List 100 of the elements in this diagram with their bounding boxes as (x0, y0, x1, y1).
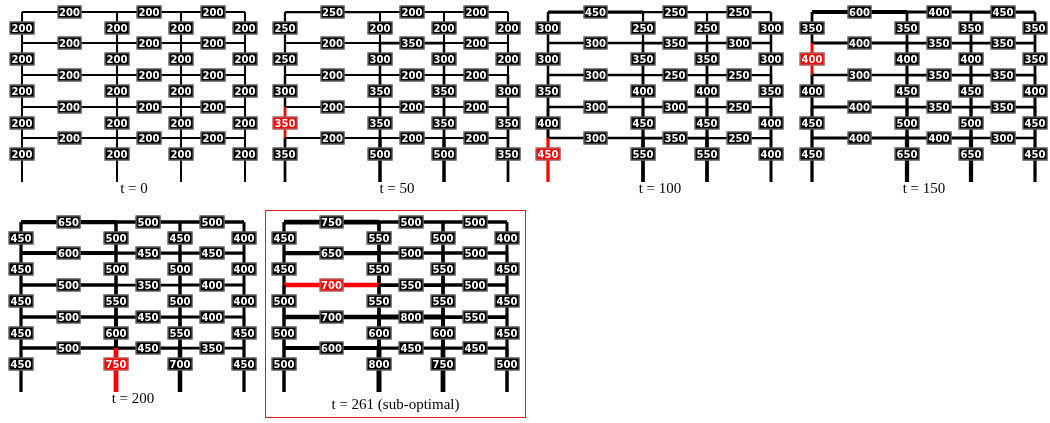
time-caption: t = 261 (sub-optimal) (331, 394, 460, 414)
value-label: 200 (320, 68, 345, 82)
value-label: 300 (535, 52, 561, 66)
value-label: 350 (799, 21, 825, 34)
value-label: 450 (135, 310, 161, 324)
value-label: 600 (430, 326, 456, 339)
value-label: 450 (494, 294, 520, 308)
value-label: 200 (200, 68, 226, 82)
value-label: 450 (8, 262, 34, 276)
value-label: 200 (232, 116, 258, 129)
value-label: 500 (271, 294, 297, 308)
value-label: 200 (320, 131, 345, 145)
value-label: 200 (399, 131, 425, 145)
value-label: 200 (495, 21, 521, 34)
time-caption: t = 150 (902, 178, 946, 198)
value-label: 200 (57, 36, 82, 50)
value-label: 250 (272, 21, 298, 34)
highlight-frame (265, 210, 526, 418)
value-label: 700 (319, 278, 344, 292)
value-label: 500 (462, 278, 488, 292)
value-label: 200 (168, 21, 194, 34)
value-label: 600 (366, 326, 392, 339)
time-caption: t = 200 (111, 388, 155, 408)
value-label: 450 (135, 246, 161, 260)
value-label: 450 (231, 357, 257, 371)
value-label: 200 (136, 68, 162, 82)
value-label: 350 (694, 52, 720, 66)
value-label: 350 (272, 147, 298, 161)
value-label: 500 (894, 116, 920, 129)
value-label: 350 (431, 84, 457, 98)
value-label: 400 (758, 116, 784, 129)
value-label: 550 (630, 147, 656, 161)
value-label: 450 (799, 116, 825, 129)
value-label: 300 (535, 21, 561, 34)
value-label: 200 (57, 68, 82, 82)
value-label: 500 (56, 310, 81, 324)
value-label: 200 (57, 131, 82, 145)
value-label: 450 (494, 326, 520, 339)
value-label: 400 (958, 52, 984, 66)
value-label: 600 (319, 341, 344, 355)
value-label: 200 (57, 5, 82, 19)
value-label: 350 (926, 68, 952, 82)
value-label: 450 (694, 116, 720, 129)
value-label: 500 (56, 278, 81, 292)
value-label: 450 (398, 341, 424, 355)
value-label: 250 (694, 21, 720, 34)
value-label: 450 (135, 341, 161, 355)
value-label: 450 (958, 84, 984, 98)
value-label: 400 (694, 84, 720, 98)
value-label: 500 (135, 215, 161, 229)
value-label: 200 (320, 100, 345, 114)
value-label: 550 (167, 326, 193, 339)
value-label: 350 (495, 116, 521, 129)
value-label: 400 (494, 231, 520, 244)
value-label: 500 (271, 326, 297, 339)
value-label: 300 (431, 52, 457, 66)
value-label: 400 (231, 262, 257, 276)
value-label: 200 (200, 36, 226, 50)
value-label: 400 (535, 116, 561, 129)
value-label: 200 (136, 131, 162, 145)
value-label: 350 (926, 36, 952, 50)
value-label: 350 (431, 116, 457, 129)
value-label: 300 (758, 52, 784, 66)
value-label: 200 (104, 84, 130, 98)
value-label: 200 (168, 84, 194, 98)
value-label: 800 (366, 357, 392, 371)
time-caption: t = 0 (120, 178, 148, 198)
value-label: 200 (399, 68, 425, 82)
value-label: 400 (231, 294, 257, 308)
value-label: 200 (495, 52, 521, 66)
value-label: 550 (694, 147, 720, 161)
value-label: 450 (535, 147, 561, 161)
value-label: 700 (167, 357, 193, 371)
value-label: 200 (9, 116, 35, 129)
value-label: 550 (430, 262, 456, 276)
value-label: 200 (463, 36, 489, 50)
value-label: 550 (366, 294, 392, 308)
value-label: 750 (319, 215, 344, 229)
value-label: 450 (231, 326, 257, 339)
value-label: 200 (168, 116, 194, 129)
value-label: 200 (104, 21, 130, 34)
value-label: 200 (9, 147, 35, 161)
value-label: 300 (583, 36, 608, 50)
value-label: 250 (726, 5, 752, 19)
value-label: 200 (232, 84, 258, 98)
value-label: 500 (462, 215, 488, 229)
value-label: 350 (662, 131, 688, 145)
value-label: 450 (494, 262, 520, 276)
value-label: 500 (103, 262, 129, 276)
value-label: 600 (103, 326, 129, 339)
value-label: 200 (431, 21, 457, 34)
value-label: 350 (990, 68, 1016, 82)
value-label: 200 (399, 5, 425, 19)
value-label: 400 (926, 5, 952, 19)
value-label: 400 (847, 36, 872, 50)
value-label: 250 (726, 131, 752, 145)
value-label: 300 (495, 84, 521, 98)
value-label: 350 (926, 100, 952, 114)
value-label: 200 (463, 68, 489, 82)
value-label: 200 (104, 116, 130, 129)
